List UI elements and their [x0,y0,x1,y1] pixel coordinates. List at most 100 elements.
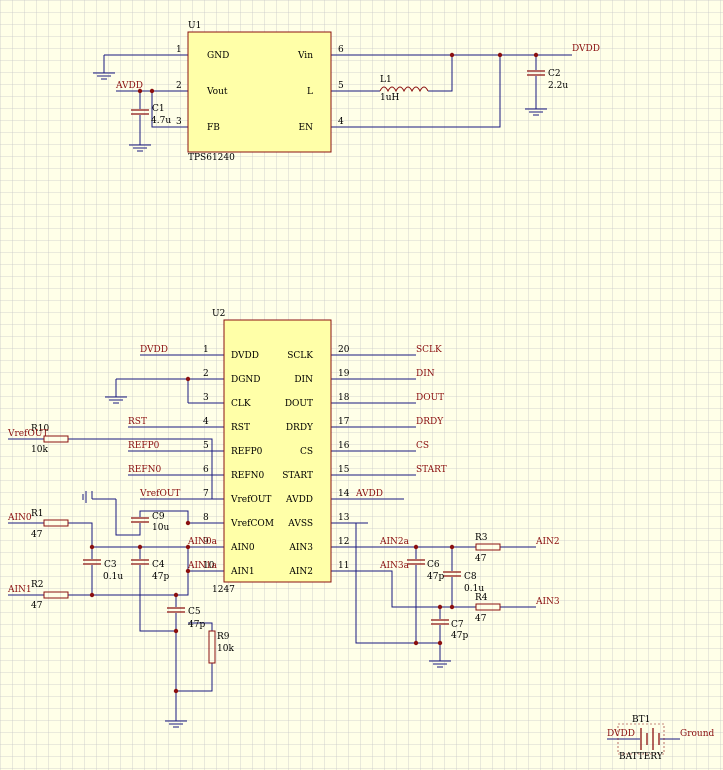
wire-segment [188,622,213,631]
u2-chip[interactable]: U2 1247 1DVDD2DGND3CLK4RST5REFP06REFN07V… [203,309,350,595]
net-ain1a: AIN1a [187,561,218,571]
u2-part-number: 1247 [212,585,235,595]
junction-dot [437,604,443,610]
u2-left-pin-name: DGND [231,375,261,385]
u2-left-pin-number: 8 [203,513,209,523]
u2-left-pin-name: CLK [231,399,251,409]
u2-left-pin-number: 3 [203,393,209,403]
c7-value: 47p [451,631,468,641]
c6-ref: C6 [427,560,440,570]
c8-ref: C8 [464,572,477,582]
u2-left-pin-name: REFP0 [231,447,263,457]
r3-ref: R3 [475,533,488,543]
u1-pin5-name: L [307,87,313,97]
u1-pin1-number: 1 [176,45,182,55]
u1-pin3-number: 3 [176,117,182,127]
r1-ref: R1 [31,509,44,519]
u1-pin2-number: 2 [176,81,182,91]
u2-body [223,319,332,583]
r3-symbol [475,543,501,551]
net-sclk: SCLK [416,345,442,355]
r4-ref: R4 [475,593,488,603]
r2-value: 47 [31,601,43,611]
c4-value: 47p [152,572,169,582]
bt1-value: BATTERY [619,752,664,762]
u1-chip[interactable]: U1 TPS61240 GND Vout FB Vin L EN 1 2 3 6… [176,21,344,163]
wire-segment [428,55,453,92]
u2-right-pin-name: AIN2 [288,567,313,577]
u1-pin4-name: EN [299,123,314,133]
u1-pin6-name: Vin [297,51,313,61]
u1-pin2-name: Vout [206,87,228,97]
junction-dot [413,544,419,550]
net-ain2-out: AIN2 [535,537,560,547]
c1-value: 4.7u [151,116,171,126]
u2-right-pin-name: AVSS [287,519,313,529]
u1-part-number: TPS61240 [188,153,235,163]
u2-right-pin-name: AIN3 [288,543,313,553]
net-drdy: DRDY [416,417,444,427]
net-ain1-in: AIN1 [7,585,32,595]
c2-ref: C2 [548,69,561,79]
r2-ref: R2 [31,580,44,590]
u2-right-pin-number: 15 [338,465,350,475]
l1-symbol [379,86,429,93]
u2-right-pin-name: SCLK [287,351,313,361]
u1-pin1-name: GND [207,51,229,61]
c9-ref: C9 [152,512,165,522]
u2-pins: 1DVDD2DGND3CLK4RST5REFP06REFN07VrefOUT8V… [203,345,350,577]
c9-value: 10u [152,523,169,533]
junction-dot [185,520,191,526]
junction-dot [449,544,455,550]
c5-ref: C5 [188,607,201,617]
u2-right-pin-number: 11 [338,561,349,571]
u2-left-pin-number: 2 [203,369,209,379]
wire-segment [139,565,176,632]
net-battery-right: Ground [680,729,715,739]
u2-right-pin-number: 17 [338,417,350,427]
bt1-ref: BT1 [632,715,650,725]
r9-value: 10k [217,644,234,654]
u1-pin5-number: 5 [338,81,344,91]
u2-right-pin-number: 14 [338,489,350,499]
wire-segment [139,510,189,523]
u2-left-pin-name: REFN0 [231,471,264,481]
net-ain2a: AIN2a [379,537,410,547]
c3-value: 0.1u [103,572,123,582]
junction-dot [437,640,443,646]
net-din: DIN [416,369,435,379]
u2-left-pin-number: 6 [203,465,209,475]
net-refn0: REFN0 [128,465,161,475]
u2-left-pin-name: AIN0 [230,543,255,553]
u1-body [187,31,332,153]
r9-ref: R9 [217,632,230,642]
l1-value: 1uH [380,93,400,103]
wire-segment [151,91,188,128]
u1-designator: U1 [188,21,201,31]
u2-left-pin-number: 7 [203,489,209,499]
junction-dot [449,52,455,58]
wire-segment [331,55,501,128]
c5-value: 47p [188,620,205,630]
junction-dot [533,52,539,58]
net-cs: CS [416,441,429,451]
c2-value: 2.2u [548,81,568,91]
junction-dot [173,628,179,634]
junction-dot [449,604,455,610]
junction-dot [137,88,143,94]
r2-symbol [43,591,69,599]
net-vrefout-left: VrefOUT [7,429,48,439]
u2-right-pin-name: DOUT [285,399,313,409]
u1-pin4-number: 4 [338,117,344,127]
net-ain0-in: AIN0 [7,513,32,523]
u2-right-pin-number: 20 [338,345,350,355]
wire-segment [368,570,476,608]
c8-value: 0.1u [464,584,484,594]
u2-left-pin-name: DVDD [231,351,259,361]
junction-dot [89,544,95,550]
net-refp0: REFP0 [128,441,160,451]
wire-segment [68,571,189,596]
u2-right-pin-number: 12 [338,537,349,547]
